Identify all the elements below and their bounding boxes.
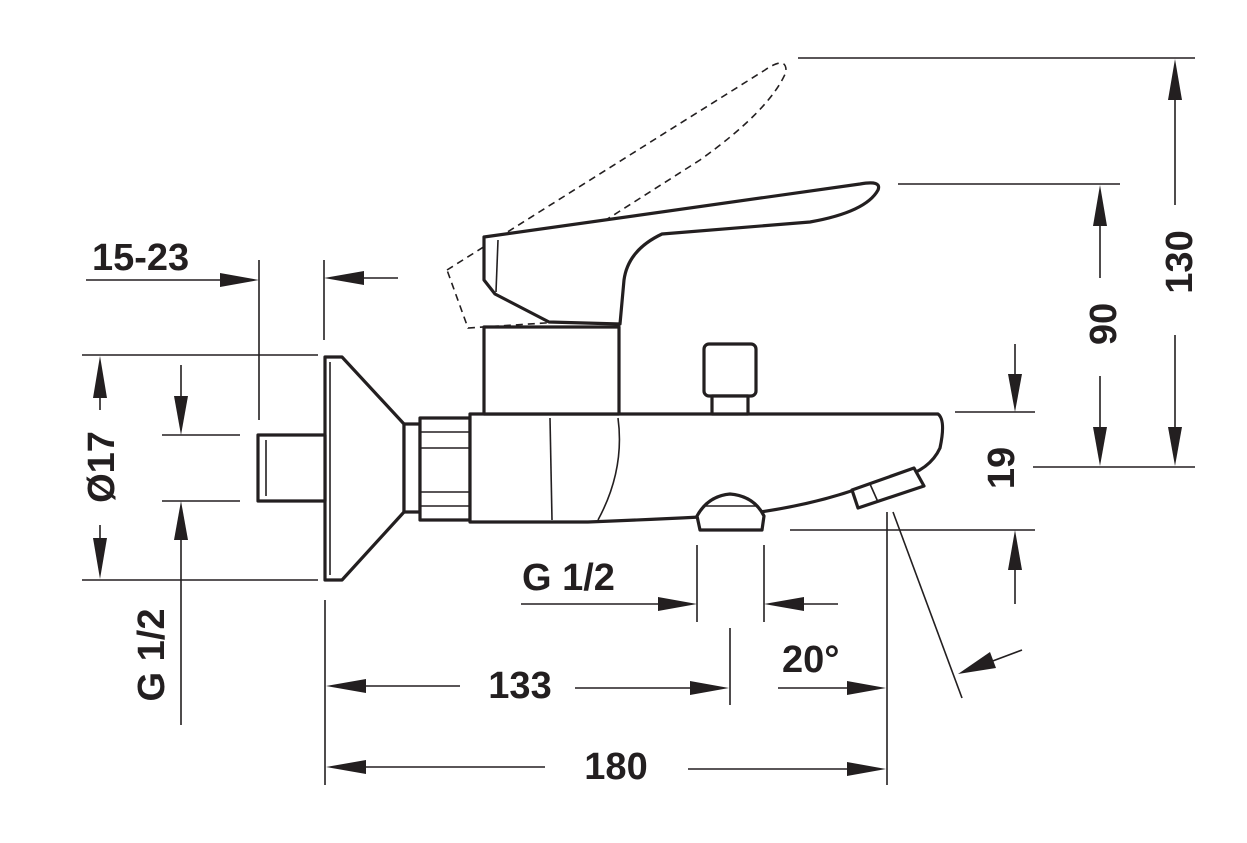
dimension-angle: 20° <box>778 511 1023 699</box>
dimension-spout-height: 19 <box>790 344 1035 604</box>
dimension-total-height: 130 <box>798 57 1201 468</box>
dimension-thread-bottom: G 1/2 <box>521 545 838 622</box>
label-thread-bottom: G 1/2 <box>522 557 615 599</box>
label-handle-height: 90 <box>1083 303 1125 345</box>
cartridge-housing <box>482 325 621 416</box>
label-length-180: 180 <box>584 746 647 788</box>
faucet-body <box>256 181 945 582</box>
lever-handle <box>482 181 881 326</box>
hex-nut <box>418 416 472 522</box>
mixer-body <box>468 412 945 524</box>
spout-aerator <box>850 466 926 510</box>
label-total-height: 130 <box>1159 230 1201 293</box>
label-angle: 20° <box>782 639 839 681</box>
wall-flange <box>323 355 406 582</box>
label-flange-depth: 15-23 <box>92 237 189 279</box>
label-diameter: Ø17 <box>81 431 123 503</box>
collar <box>402 422 422 514</box>
dimension-flange-depth: 15-23 <box>86 237 398 420</box>
label-spout-height: 19 <box>981 447 1023 489</box>
inlet-pipe <box>256 433 327 503</box>
label-thread-left: G 1/2 <box>131 609 173 702</box>
diverter-stem <box>710 394 750 416</box>
label-length-133: 133 <box>488 665 551 707</box>
bottom-outlet <box>695 492 766 532</box>
dimension-thread-left: G 1/2 <box>131 365 240 725</box>
dimension-lengths: 133 180 <box>324 512 888 788</box>
dimension-diameter: Ø17 <box>81 354 318 581</box>
dimension-handle-height: 90 <box>898 183 1125 466</box>
lever-raised-outline <box>446 62 787 329</box>
diverter-knob <box>702 342 758 398</box>
